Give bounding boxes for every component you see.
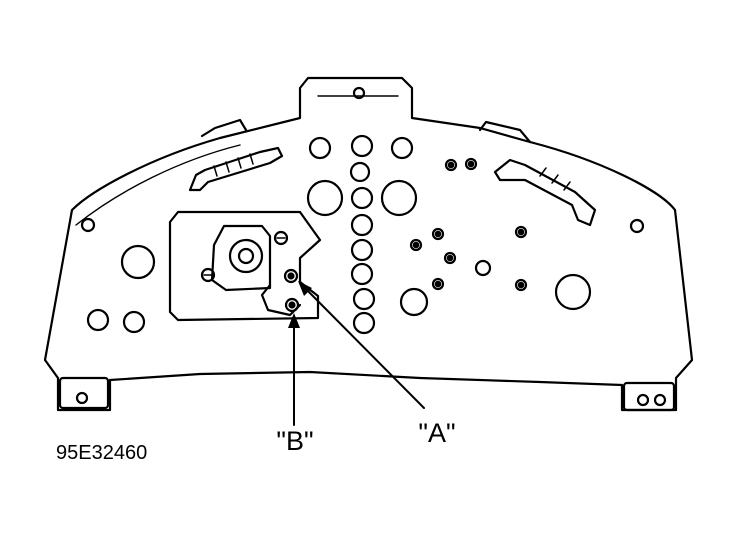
left-mounting-ear bbox=[58, 376, 110, 410]
hole bbox=[390, 136, 414, 160]
hole bbox=[350, 213, 374, 237]
hole bbox=[350, 186, 374, 210]
right-clip-teeth bbox=[539, 167, 571, 191]
top-left-tab bbox=[200, 118, 248, 138]
hole bbox=[554, 273, 592, 311]
arrowhead-b bbox=[288, 313, 300, 328]
hole bbox=[636, 393, 650, 407]
speedometer-motor bbox=[210, 224, 272, 292]
callout-label-b: "B" bbox=[276, 426, 313, 456]
left-clip-teeth bbox=[213, 153, 254, 177]
hole bbox=[122, 310, 146, 334]
arrowhead-a bbox=[298, 281, 312, 296]
right-mounting-ear bbox=[622, 381, 676, 412]
motor-outer-ring bbox=[228, 238, 264, 274]
hole bbox=[380, 179, 418, 217]
hole bbox=[349, 161, 371, 183]
hole bbox=[350, 238, 374, 262]
hole bbox=[629, 218, 645, 234]
right-clip-bracket bbox=[493, 158, 597, 227]
leader-line-a bbox=[299, 282, 425, 409]
figure-id: 95E32460 bbox=[56, 442, 147, 464]
left-clip-bracket bbox=[188, 146, 284, 192]
cluster-housing-outline bbox=[43, 76, 694, 412]
motor-shaft bbox=[237, 247, 255, 265]
screw-b bbox=[284, 297, 300, 313]
top-right-tab bbox=[478, 120, 532, 144]
right-screws bbox=[409, 157, 528, 292]
hole bbox=[120, 244, 156, 280]
housing-inner-edge bbox=[75, 95, 399, 226]
screw-a-center bbox=[287, 272, 295, 280]
hole bbox=[80, 217, 96, 233]
screw-b-center bbox=[288, 301, 296, 309]
hole bbox=[352, 311, 376, 335]
callout-label-a: "A" bbox=[418, 418, 455, 448]
screw-a bbox=[283, 268, 299, 284]
screw-lower bbox=[200, 267, 216, 283]
hole bbox=[308, 136, 332, 160]
hole bbox=[474, 259, 492, 277]
hole bbox=[350, 262, 374, 286]
hole bbox=[399, 287, 429, 317]
hole bbox=[653, 393, 667, 407]
hole bbox=[352, 287, 376, 311]
hole bbox=[352, 86, 366, 100]
hole bbox=[350, 134, 374, 158]
screw-upper bbox=[273, 230, 289, 246]
hole bbox=[306, 179, 344, 217]
hole bbox=[86, 308, 110, 332]
hole bbox=[75, 391, 89, 405]
